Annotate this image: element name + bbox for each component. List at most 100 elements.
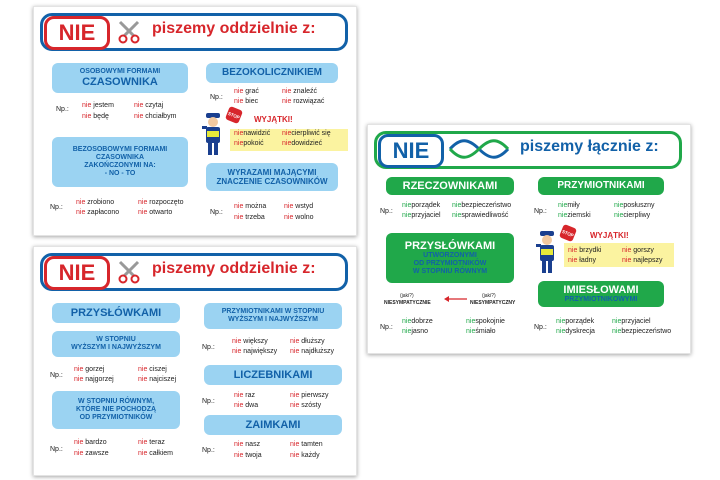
nie: nie [282,140,292,147]
section-bezosobowe-formy: BEZOSOBOWYMI FORMAMI CZASOWNIKA ZAKOŃCZO… [52,137,188,187]
word: szósty [299,402,322,409]
example: nie zapłacono [76,208,119,218]
np-label: Np.: [50,446,63,453]
header-title: piszemy oddzielnie z: [152,20,316,37]
nie: nie [138,209,148,216]
nie: nie [290,348,300,355]
question-word: NIESYMPATYCZNIE [384,300,431,306]
example: nie zrobiono [76,198,114,208]
np-label: Np.: [202,344,215,351]
nie: nie [568,257,578,264]
example: nie wolno [284,213,314,223]
example: niedobrze [402,317,433,327]
np-label: Np.: [50,204,63,211]
word: porządek [565,318,595,325]
section-line: ZNACZENIE CZASOWNIKÓW [216,177,328,186]
word: nawidzić [243,130,271,137]
section-line: PRZYMIOTNIKAMI [557,180,645,192]
word: pokoić [243,140,264,147]
arrow-left-icon [444,296,467,302]
example: nie największy [232,347,277,357]
word: całkiem [147,450,174,457]
word: można [243,203,267,210]
word: najlepszy [631,257,663,264]
nie: nie [622,247,632,254]
example: nieposłuszny [614,201,654,211]
word: dobrze [411,318,433,325]
nie: nie [568,247,578,254]
section-line: W STOPNIU [96,335,136,343]
example: nie wstyd [284,202,313,212]
word: każdy [299,452,320,459]
section-line: W STOPNIU RÓWNYM [412,268,488,276]
example: niespokojnie [466,317,505,327]
section-wyrazy-czasownikowe: WYRAZAMI MAJĄCYMI ZNACZENIE CZASOWNIKÓW [206,163,338,191]
section-przyslowki: PRZYSŁÓWKAMI [52,303,180,323]
word: posłuszny [623,202,655,209]
section-bezokolicznik: BEZOKOLICZNIKIEM [206,63,338,83]
np-label: Np.: [534,324,547,331]
example: nie rozpoczęto [138,198,184,208]
nie: nie [234,88,244,95]
nie: nie [612,328,622,335]
nie: nie [558,212,568,219]
section-rzeczowniki: RZECZOWNIKAMI [386,177,514,195]
question-word: NIESYMPATYCZNY [470,300,516,306]
nie: nie [452,212,462,219]
nie: nie [622,257,632,264]
section-line: ZAIMKAMI [245,418,301,431]
nie: nie [138,199,148,206]
nie: nie [290,392,300,399]
nie: nie [452,202,462,209]
nie: nie [138,376,148,383]
section-line: PRZYMIOTNIKAMI W STOPNIU [221,307,325,315]
nie: nie [74,450,84,457]
example: nie rozwiązać [282,97,324,107]
section-line: OD PRZYMIOTNIKÓW [413,260,487,268]
word: miły [567,202,580,209]
section-line: IMIESŁOWAMI [563,283,639,296]
nie: nie [290,338,300,345]
word: znaleźć [291,88,318,95]
section-liczebniki: LICZEBNIKAMI [204,365,342,385]
section-line: - NO - TO [104,170,136,178]
example: niebezpieczeństwo [612,327,671,337]
question-label: (jaki?) [400,293,414,299]
word: najgorzej [83,376,114,383]
example: niedyskrecja [556,327,595,337]
section-line: BEZOKOLICZNIKIEM [222,67,322,79]
example: nie znaleźć [282,87,317,97]
word: najciszej [147,376,177,383]
example: nieśmiało [466,327,496,337]
nie: nie [234,98,244,105]
word: wstyd [293,203,314,210]
word: dowidzieć [291,140,323,147]
nie: nie [614,202,624,209]
word: przyjaciel [411,212,441,219]
nie: nie [74,439,84,446]
word: teraz [147,439,165,446]
word: grać [243,88,259,95]
example: nie szósty [290,401,321,411]
nie: nie [234,214,244,221]
nie: nie [138,439,148,446]
section-line: W STOPNIU RÓWNYM, [77,397,155,405]
example: nie całkiem [138,449,173,459]
np-label: Np.: [202,447,215,454]
example: nieprzyjaciel [402,211,441,221]
exceptions-box [564,243,674,267]
example: nie tamten [290,440,323,450]
nie: nie [282,88,292,95]
section-line: BEZOSOBOWYMI FORMAMI [72,145,168,153]
nie: nie [138,366,148,373]
nie: nie [234,203,244,210]
example: nie gorszy [622,246,654,256]
header-title: piszemy oddzielnie z: [152,260,316,277]
word: cierpliwić się [291,130,331,137]
example: nie raz [234,391,255,401]
nie: nie [232,348,242,355]
example: niepokoić [234,139,264,149]
scissors-icon [118,20,140,44]
section-line: OD PRZYMIOTNIKÓW [79,414,153,422]
example: niecierpliwić się [282,129,331,139]
